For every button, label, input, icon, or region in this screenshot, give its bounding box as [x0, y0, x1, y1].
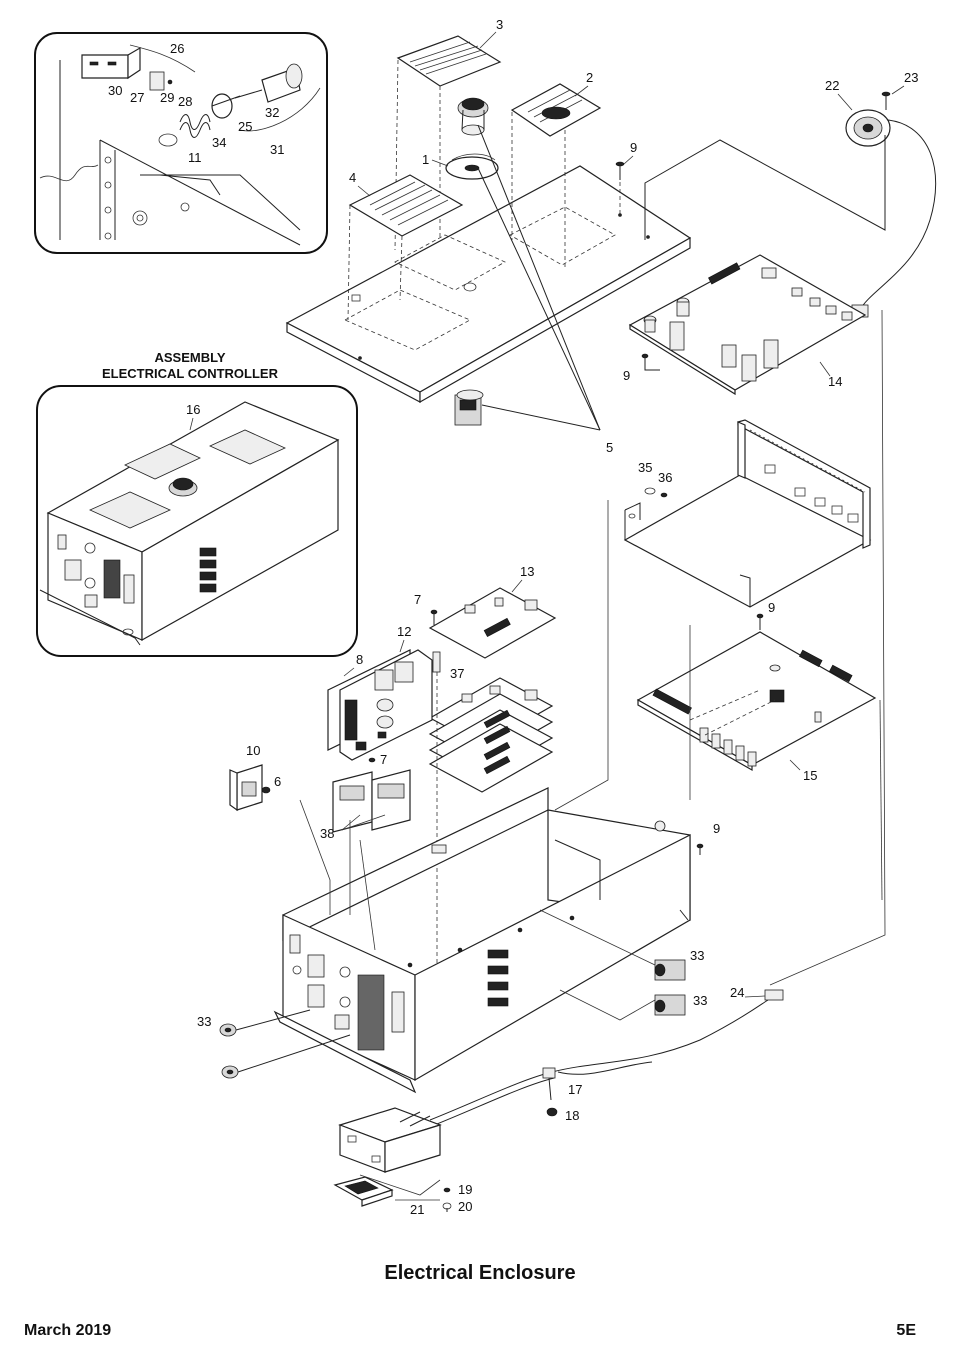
callout-21: 21 [410, 1202, 424, 1217]
washer-19-screw-20 [442, 1187, 452, 1212]
breaker-33-lower [654, 994, 686, 1016]
callout-14: 14 [828, 374, 842, 389]
decal-4 [347, 174, 464, 321]
estop-switch-block [454, 124, 601, 431]
callout-34: 34 [212, 135, 226, 150]
assembly-heading-line2: ELECTRICAL CONTROLLER [102, 366, 279, 381]
callout-38: 38 [320, 826, 334, 841]
screw-7-lower [368, 757, 376, 763]
power-module-12 [327, 649, 433, 761]
clamp-17 [542, 1067, 556, 1101]
callout-7-top: 7 [414, 592, 421, 607]
callout-22: 22 [825, 78, 839, 93]
washer-35-36 [644, 487, 668, 498]
callout-28: 28 [178, 94, 192, 109]
callout-33-upper: 33 [690, 948, 704, 963]
cable-24 [429, 989, 784, 1127]
callout-33-left: 33 [197, 1014, 211, 1029]
decal-2 [510, 83, 602, 270]
callout-9-pcb15: 9 [768, 600, 775, 615]
main-enclosure [273, 787, 691, 1094]
callout-31: 31 [270, 142, 284, 157]
callout-9-pcb14: 9 [623, 368, 630, 383]
pendant-handle-21 [333, 1176, 394, 1207]
circuit-board-13 [428, 587, 557, 659]
callout-8: 8 [356, 652, 363, 667]
callout-29: 29 [160, 90, 174, 105]
callout-18: 18 [565, 1108, 579, 1123]
callout-19: 19 [458, 1182, 472, 1197]
footer-date: March 2019 [24, 1322, 112, 1339]
callout-2: 2 [586, 70, 593, 85]
callout-4: 4 [349, 170, 356, 185]
callout-16: 16 [186, 402, 200, 417]
callout-36: 36 [658, 470, 672, 485]
top-cover-plate [285, 165, 692, 404]
footer-page-number: 5E [896, 1322, 916, 1339]
screw-7-top [430, 609, 438, 625]
document-title: Electrical Enclosure [384, 1262, 576, 1284]
callout-35: 35 [638, 460, 652, 475]
mounting-tray [623, 419, 872, 608]
circuit-board-15 [636, 631, 877, 772]
standoff-37 [432, 651, 441, 1010]
callout-1: 1 [422, 152, 429, 167]
callout-25: 25 [238, 119, 252, 134]
callout-26: 26 [170, 41, 184, 56]
callout-9-top: 9 [630, 140, 637, 155]
detail-inset-latch [34, 32, 328, 254]
callout-27: 27 [130, 90, 144, 105]
callout-32: 32 [265, 105, 279, 120]
callout-7-lower: 7 [380, 752, 387, 767]
callout-3: 3 [496, 17, 503, 32]
callout-37: 37 [450, 666, 464, 681]
screw-9-enclosure [696, 843, 704, 855]
breaker-33-upper [654, 959, 686, 981]
detail-inset-electrical-controller [36, 385, 358, 657]
screw-9-pcb14 [641, 353, 660, 371]
pcb-stack [428, 677, 554, 793]
callout-13: 13 [520, 564, 534, 579]
callout-12: 12 [397, 624, 411, 639]
callout-11: 11 [188, 150, 202, 165]
callout-33-lower: 33 [693, 993, 707, 1008]
callout-15: 15 [803, 768, 817, 783]
screw-9-pcb15 [756, 613, 764, 630]
callout-30: 30 [108, 83, 122, 98]
pendant-box [338, 1107, 442, 1196]
relay-10 [229, 764, 271, 812]
contactors-38 [332, 769, 411, 833]
breaker-nuts-33 [219, 1009, 351, 1079]
callout-10: 10 [246, 743, 260, 758]
estop-button-1 [445, 97, 499, 180]
circuit-board-14 [628, 254, 867, 396]
callout-23: 23 [904, 70, 918, 85]
callout-5: 5 [606, 440, 613, 455]
callout-17: 17 [568, 1082, 582, 1097]
callout-9-enclosure: 9 [713, 821, 720, 836]
screw-9-top [615, 161, 625, 215]
callout-20: 20 [458, 1199, 472, 1214]
assembly-heading-line1: ASSEMBLY [154, 350, 225, 365]
nut-18 [546, 1107, 558, 1117]
callout-24: 24 [730, 985, 744, 1000]
callout-6: 6 [274, 774, 281, 789]
